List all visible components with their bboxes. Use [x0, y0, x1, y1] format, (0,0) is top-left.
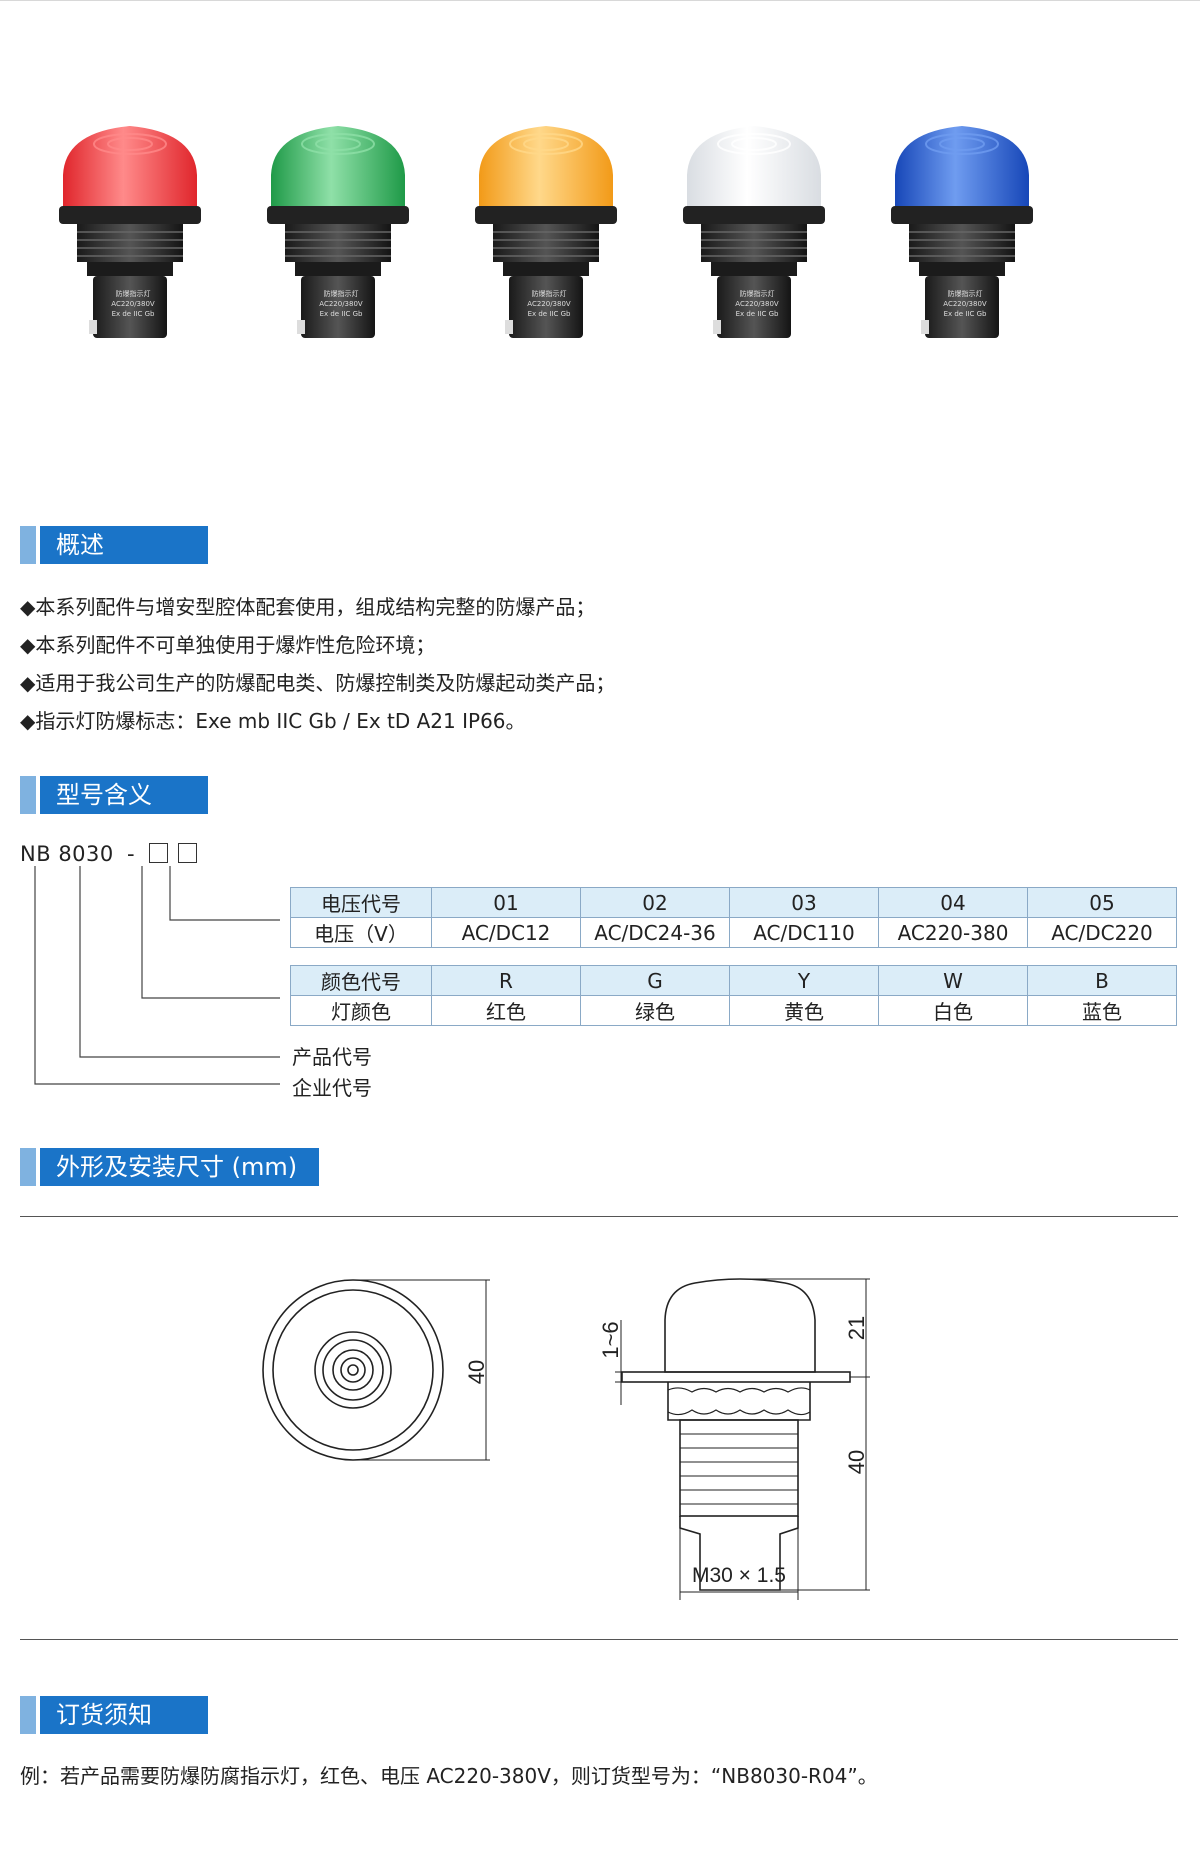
table-cell: AC220-380: [878, 917, 1028, 948]
section-header-model: 型号含义: [20, 776, 208, 814]
lamp-label-text: 防爆指示灯: [324, 289, 359, 298]
table-cell: 蓝色: [1027, 995, 1177, 1026]
product-code-text: 8030: [58, 842, 114, 866]
table-cell: 颜色代号: [290, 965, 432, 996]
section-title: 型号含义: [40, 776, 208, 814]
list-item: ◆本系列配件不可单独使用于爆炸性危险环境；: [20, 633, 436, 657]
side-view: [615, 1278, 870, 1600]
section-header-overview: 概述: [20, 526, 208, 564]
table-cell: 白色: [878, 995, 1028, 1026]
leader-line: [169, 866, 280, 921]
lamp-label-text: AC220/380V: [943, 300, 987, 308]
voltage-code-table: 电压代号 01 02 03 04 05 电压（V） AC/DC12 AC/DC2…: [290, 887, 1177, 948]
lamp-label-text: 防爆指示灯: [948, 289, 983, 298]
top-border: [0, 0, 1200, 1]
color-code-table: 颜色代号 R G Y W B 灯颜色 红色 绿色 黄色 白色 蓝色: [290, 965, 1177, 1026]
overview-list: ◆本系列配件与增安型腔体配套使用，组成结构完整的防爆产品； ◆本系列配件不可单独…: [20, 588, 1120, 740]
lamp-label-text: 防爆指示灯: [532, 289, 567, 298]
leader-line: [34, 866, 280, 1085]
section-title: 概述: [40, 526, 208, 564]
table-cell: B: [1027, 965, 1177, 996]
table-cell: AC/DC220: [1027, 917, 1177, 948]
table-cell: 电压代号: [290, 887, 432, 918]
list-item: ◆适用于我公司生产的防爆配电类、防爆控制类及防爆起动类产品；: [20, 671, 616, 695]
table-cell: 01: [431, 887, 581, 918]
body-height-label: 40: [844, 1450, 869, 1474]
divider: [20, 1639, 1178, 1640]
blue-lamp-image: 防爆指示灯 AC220/380V Ex de IIC Gb: [891, 126, 1033, 338]
company-code-label: 企业代号: [292, 1076, 372, 1100]
company-code-text: NB: [20, 842, 52, 866]
section-header-ordering: 订货须知: [20, 1696, 208, 1734]
table-row: 电压（V） AC/DC12 AC/DC24-36 AC/DC110 AC220-…: [290, 917, 1177, 948]
table-cell: Y: [729, 965, 879, 996]
lamp-label-text: Ex de IIC Gb: [320, 310, 363, 318]
lamp-label-text: Ex de IIC Gb: [736, 310, 779, 318]
table-cell: 绿色: [580, 995, 730, 1026]
product-photos: 防爆指示灯 AC220/380V Ex de IIC Gb 防爆指示灯 AC220/3…: [0, 120, 1200, 390]
leader-line: [79, 866, 280, 1058]
table-cell: AC/DC24-36: [580, 917, 730, 948]
table-cell: AC/DC110: [729, 917, 879, 948]
flange-thickness-label: 1~6: [598, 1321, 623, 1358]
thread-label: M30 × 1.5: [692, 1564, 786, 1587]
table-cell: 04: [878, 887, 1028, 918]
section-accent-bar: [20, 1148, 36, 1186]
code-dash: -: [126, 842, 136, 866]
section-accent-bar: [20, 526, 36, 564]
table-header-row: 电压代号 01 02 03 04 05: [290, 887, 1177, 918]
lamp-label-text: AC220/380V: [319, 300, 363, 308]
table-cell: 05: [1027, 887, 1177, 918]
lamp-label-text: Ex de IIC Gb: [944, 310, 987, 318]
table-row: 灯颜色 红色 绿色 黄色 白色 蓝色: [290, 995, 1177, 1026]
divider: [20, 1216, 1178, 1217]
lamp-label-text: AC220/380V: [735, 300, 779, 308]
white-lamp-image: 防爆指示灯 AC220/380V Ex de IIC Gb: [683, 126, 825, 338]
front-diameter-label: 40: [464, 1360, 489, 1384]
lamp-label-text: 防爆指示灯: [740, 289, 775, 298]
table-cell: G: [580, 965, 730, 996]
section-title: 外形及安装尺寸 (mm): [40, 1148, 320, 1186]
voltage-code-box: [178, 843, 198, 863]
model-code: NB 8030 -: [20, 842, 198, 866]
lamp-label-text: Ex de IIC Gb: [528, 310, 571, 318]
lamp-photo: 防爆指示灯 AC220/380V Ex de IIC Gb: [471, 120, 621, 380]
table-header-row: 颜色代号 R G Y W B: [290, 965, 1177, 996]
lamp-label-text: AC220/380V: [111, 300, 155, 308]
list-item: ◆本系列配件与增安型腔体配套使用，组成结构完整的防爆产品；: [20, 595, 596, 619]
lamp-label-text: AC220/380V: [527, 300, 571, 308]
section-header-dimensions: 外形及安装尺寸 (mm): [20, 1148, 320, 1186]
section-accent-bar: [20, 776, 36, 814]
front-view: [262, 1279, 490, 1461]
red-lamp-image: 防爆指示灯 AC220/380V Ex de IIC Gb: [59, 126, 201, 338]
section-accent-bar: [20, 1696, 36, 1734]
lamp-photo: 防爆指示灯 AC220/380V Ex de IIC Gb: [55, 120, 205, 380]
product-code-label: 产品代号: [292, 1045, 372, 1069]
table-cell: 灯颜色: [290, 995, 432, 1026]
order-example: 例：若产品需要防爆防腐指示灯，红色、电压 AC220-380V，则订货型号为：“…: [20, 1764, 878, 1788]
table-cell: AC/DC12: [431, 917, 581, 948]
amber-lamp-image: 防爆指示灯 AC220/380V Ex de IIC Gb: [475, 126, 617, 338]
table-cell: 红色: [431, 995, 581, 1026]
lamp-label-text: 防爆指示灯: [116, 289, 151, 298]
lamp-photo: 防爆指示灯 AC220/380V Ex de IIC Gb: [679, 120, 829, 380]
leader-line: [141, 866, 280, 999]
lamp-photo: 防爆指示灯 AC220/380V Ex de IIC Gb: [887, 120, 1037, 380]
table-cell: R: [431, 965, 581, 996]
section-title: 订货须知: [40, 1696, 208, 1734]
list-item: ◆指示灯防爆标志：Exe mb IIC Gb / Ex tD A21 IP66。: [20, 709, 526, 733]
table-cell: 03: [729, 887, 879, 918]
color-code-box: [149, 843, 169, 863]
green-lamp-image: 防爆指示灯 AC220/380V Ex de IIC Gb: [267, 126, 409, 338]
lamp-photo: 防爆指示灯 AC220/380V Ex de IIC Gb: [263, 120, 413, 380]
table-cell: 黄色: [729, 995, 879, 1026]
cap-height-label: 21: [844, 1316, 869, 1340]
table-cell: 02: [580, 887, 730, 918]
lamp-label-text: Ex de IIC Gb: [112, 310, 155, 318]
